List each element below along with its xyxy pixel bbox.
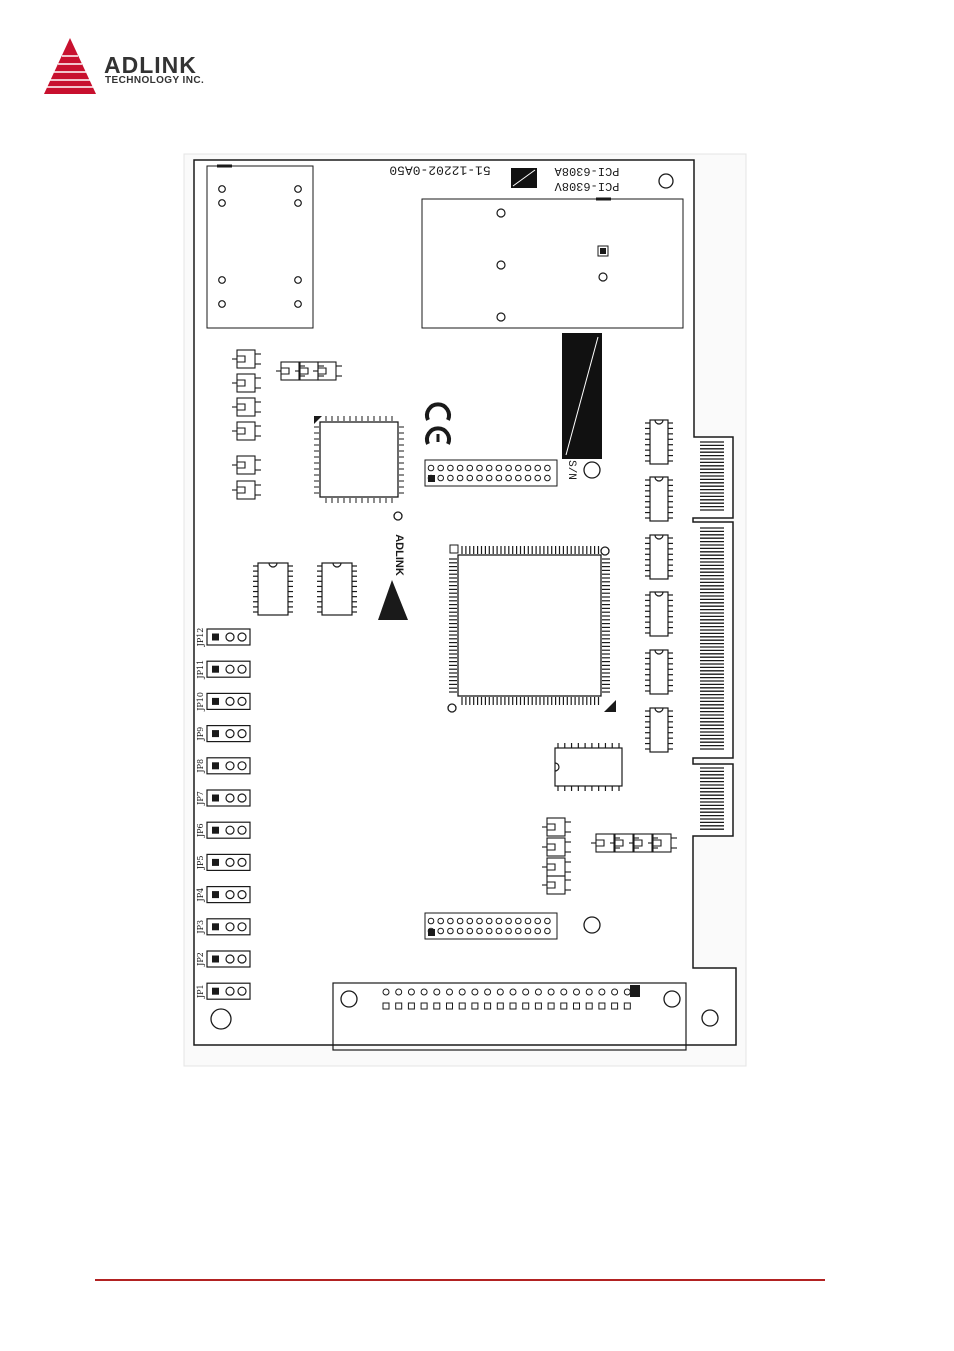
pcb-code-label: 51-12202-0A50 (389, 163, 490, 178)
svg-text:JP11: JP11 (196, 660, 205, 680)
svg-text:JP1: JP1 (196, 984, 205, 999)
pcb-layout-diagram: 51-12202-0A50 PCI-6308A PCI-6308V S/N AD… (180, 150, 750, 1070)
svg-text:JP10: JP10 (196, 692, 205, 712)
sn-label: S/N (565, 460, 577, 480)
svg-text:JP5: JP5 (196, 856, 205, 871)
brand-subtitle: TECHNOLOGY INC. (105, 75, 204, 86)
svg-text:JP7: JP7 (196, 791, 205, 806)
model-a-label: PCI-6308A (554, 164, 620, 178)
svg-text:JP3: JP3 (196, 920, 205, 935)
svg-text:JP12: JP12 (196, 628, 205, 648)
svg-text:JP4: JP4 (196, 888, 205, 903)
company-logo: ADLINK TECHNOLOGY INC. (40, 36, 240, 100)
svg-text:JP9: JP9 (196, 727, 205, 742)
svg-text:JP2: JP2 (196, 952, 205, 967)
board-outline (194, 160, 736, 1045)
footer-rule (95, 1279, 825, 1281)
svg-text:JP6: JP6 (196, 823, 205, 838)
model-v-label: PCI-6308V (554, 179, 620, 193)
svg-text:ADLINK: ADLINK (393, 534, 405, 576)
svg-text:JP8: JP8 (196, 759, 205, 774)
logo-triangle-icon (40, 36, 102, 98)
